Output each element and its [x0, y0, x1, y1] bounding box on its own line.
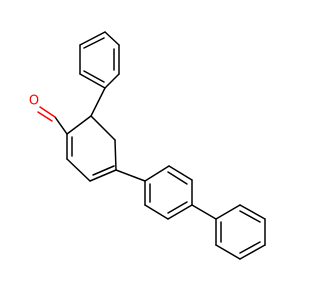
- bond: [104, 73, 120, 89]
- bond-biphenyl-link: [191, 204, 217, 220]
- bond: [215, 204, 241, 220]
- bond: [239, 241, 261, 254]
- bond: [144, 165, 170, 182]
- bond: [239, 244, 266, 260]
- bond: [79, 31, 106, 46]
- cyclohexadiene-ring: [66, 115, 117, 182]
- bond: [83, 37, 105, 49]
- bond: [90, 115, 116, 141]
- bond: [104, 31, 120, 46]
- bond: [66, 158, 91, 182]
- bond-phenyl-to-ring: [90, 87, 106, 117]
- bond: [167, 204, 193, 220]
- molecule-structure-diagram: O: [29, 31, 266, 260]
- bond: [167, 201, 188, 214]
- bond: [83, 70, 105, 83]
- phenyl-ring-top: [79, 31, 120, 89]
- bond: [167, 171, 188, 185]
- bond: [114, 139, 117, 171]
- bond: [239, 204, 266, 220]
- bond-double-oxygen: [39, 106, 56, 118]
- oxygen-atom-label: O: [29, 94, 39, 109]
- bond: [215, 244, 241, 260]
- bond-double-oxygen: [37, 111, 53, 122]
- bond: [79, 73, 106, 89]
- bond: [92, 165, 115, 176]
- bond: [168, 165, 193, 181]
- bond: [66, 115, 92, 135]
- bond: [89, 169, 117, 182]
- phenyl-ring-middle: [144, 165, 193, 220]
- bond: [54, 116, 68, 135]
- bond-ring-to-biphenyl: [115, 169, 146, 182]
- bond: [239, 210, 261, 223]
- bond: [144, 204, 169, 220]
- phenyl-ring-bottom-right: [215, 204, 266, 260]
- aldehyde-group: O: [29, 94, 68, 135]
